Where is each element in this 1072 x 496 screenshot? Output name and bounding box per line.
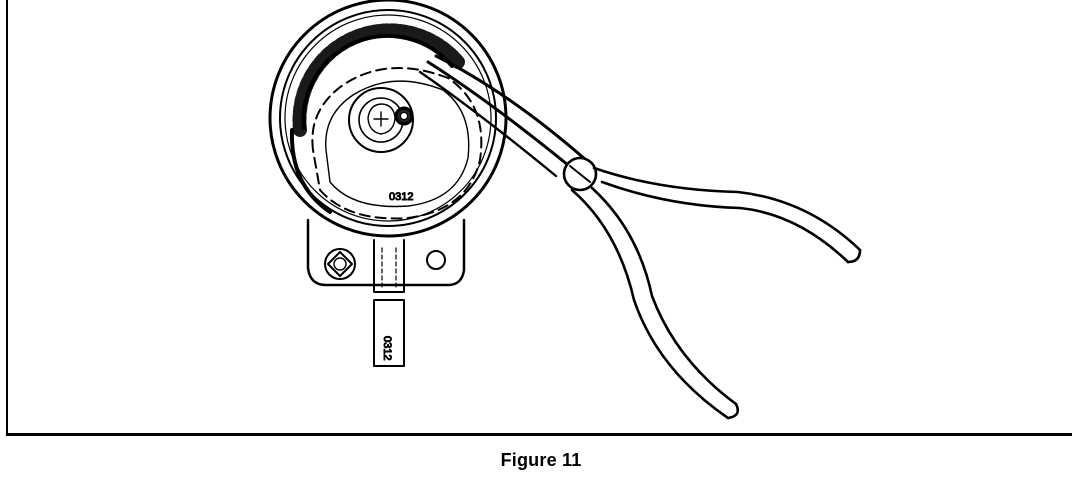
- connector-part-marking: 0312: [381, 336, 393, 360]
- connector-plug: [373, 299, 405, 367]
- mounting-hole: [426, 250, 446, 270]
- mounting-bolt: [324, 248, 356, 280]
- connector-neck: [373, 239, 405, 293]
- gear-part-marking: 0312: [389, 191, 413, 203]
- mounting-flange: [306, 218, 466, 287]
- gear-curl: [289, 128, 332, 214]
- figure-caption: Figure 11: [500, 450, 582, 470]
- spring-clip: [394, 106, 414, 126]
- pliers: [418, 54, 862, 420]
- figure-illustration: 0312 0312: [268, 0, 862, 420]
- gear-teeth: [292, 23, 465, 137]
- gear-hub-outer: [348, 87, 414, 153]
- figure-frame: 0312 0312: [6, 0, 1072, 436]
- housing-rim: [284, 14, 492, 222]
- housing-inner-ring: [279, 9, 497, 227]
